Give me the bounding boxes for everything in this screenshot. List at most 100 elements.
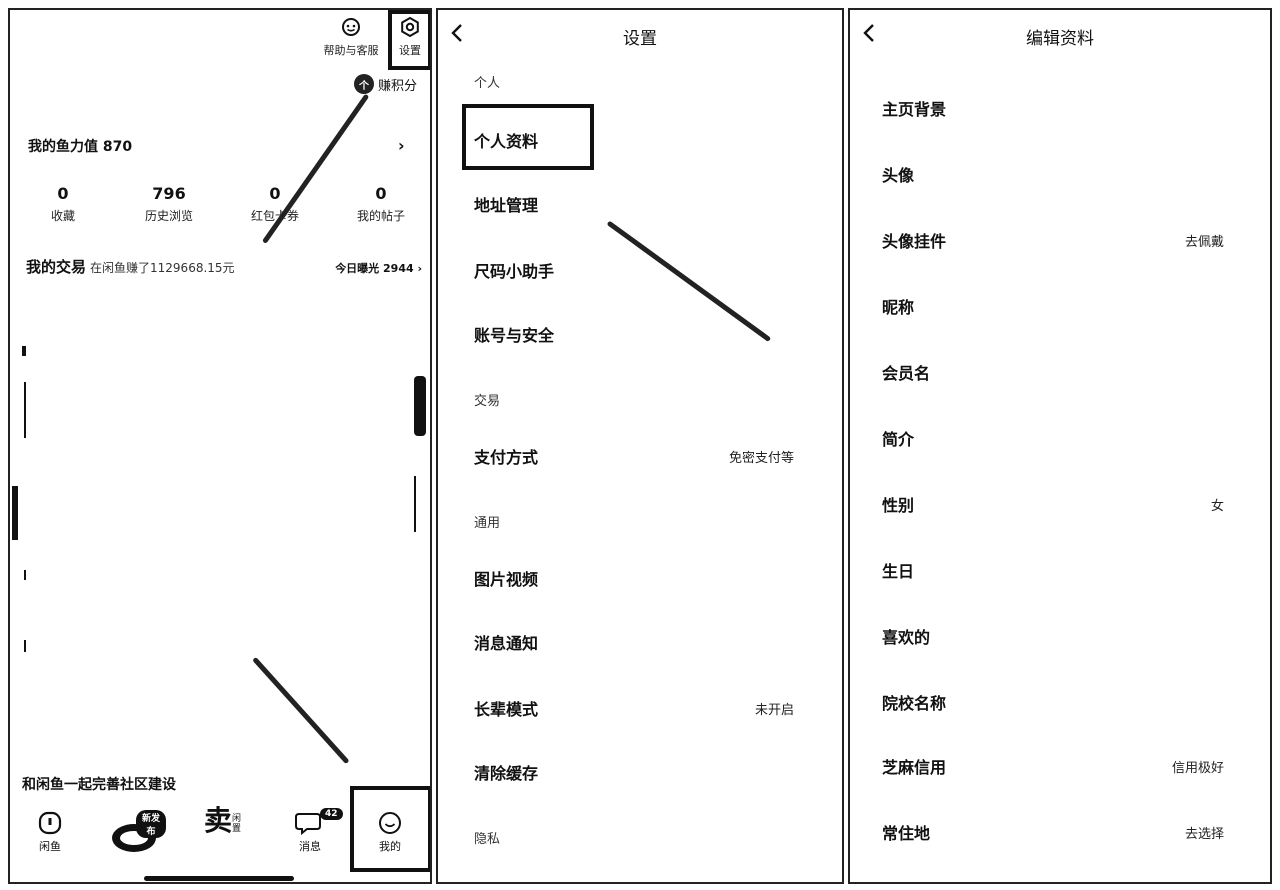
sell-label: 卖 xyxy=(203,804,232,837)
my-trade-earnings: 在闲鱼赚了1129668.15元 xyxy=(90,261,235,275)
profile-item-school[interactable]: 院校名称 xyxy=(882,690,1224,714)
profile-item-bio[interactable]: 简介 xyxy=(882,426,1224,450)
profile-item-value: 去选择 xyxy=(1184,826,1224,842)
edge-fragment xyxy=(22,346,26,356)
settings-item-label: 消息通知 xyxy=(474,634,539,653)
earn-points-label: 赚积分 xyxy=(378,78,418,94)
settings-item-payment[interactable]: 支付方式 免密支付等 xyxy=(474,444,794,468)
tab-fishpond[interactable]: 新发布 xyxy=(106,806,166,856)
profile-item-label: 头像 xyxy=(882,166,915,185)
stats-row: 0 收藏 796 历史浏览 0 红包卡券 0 我的帖子 xyxy=(10,184,430,224)
tab-mine-label: 我的 xyxy=(379,840,401,853)
settings-item-label: 尺码小助手 xyxy=(474,262,555,281)
settings-item-label: 地址管理 xyxy=(474,196,539,215)
settings-item-clear-cache[interactable]: 清除缓存 xyxy=(474,760,794,784)
stat-number: 0 xyxy=(375,184,387,203)
chat-bubble-icon xyxy=(295,813,321,836)
gear-icon xyxy=(401,16,419,38)
help-service-label: 帮助与客服 xyxy=(323,44,379,57)
back-arrow-icon[interactable] xyxy=(450,22,464,44)
edit-profile-panel: 编辑资料 主页背景 头像 头像挂件 去佩戴 昵称 会员名 简介 性别 女 生日 … xyxy=(848,8,1272,884)
bottom-tab-bar: 闲鱼 新发布 卖 闲置 42 消息 我的 xyxy=(10,806,430,870)
settings-item-account-security[interactable]: 账号与安全 xyxy=(474,322,794,346)
tab-messages[interactable]: 42 消息 xyxy=(280,806,343,854)
settings-item-address[interactable]: 地址管理 xyxy=(474,192,794,216)
settings-item-value: 免密支付等 xyxy=(728,450,794,466)
back-arrow-icon[interactable] xyxy=(862,22,876,44)
profile-item-homepage-bg[interactable]: 主页背景 xyxy=(882,96,1224,120)
settings-highlight-box xyxy=(388,10,430,70)
stat-label: 历史浏览 xyxy=(144,209,193,223)
profile-item-likes[interactable]: 喜欢的 xyxy=(882,624,1224,648)
stat-label: 收藏 xyxy=(50,209,75,223)
profile-item-residence[interactable]: 常住地 去选择 xyxy=(882,820,1224,844)
my-trade-row[interactable]: 我的交易 在闲鱼赚了1129668.15元 今日曝光 2944 › xyxy=(26,256,422,277)
profile-item-label: 生日 xyxy=(882,562,915,581)
chevron-right-icon[interactable]: › xyxy=(398,136,405,155)
profile-item-avatar-pendant[interactable]: 头像挂件 去佩戴 xyxy=(882,228,1224,252)
page-title: 设置 xyxy=(623,29,657,49)
profile-item-label: 喜欢的 xyxy=(882,628,931,647)
help-service-button[interactable]: 帮助与客服 xyxy=(316,16,386,58)
tab-home[interactable]: 闲鱼 xyxy=(20,806,80,854)
settings-item-label: 长辈模式 xyxy=(474,700,539,719)
edge-fragment xyxy=(414,476,416,532)
today-exposure[interactable]: 今日曝光 2944 › xyxy=(335,262,422,275)
profile-item-label: 主页背景 xyxy=(882,100,947,119)
edge-fragment xyxy=(24,570,26,580)
settings-item-profile[interactable]: 个人资料 xyxy=(474,128,794,152)
tab-home-label: 闲鱼 xyxy=(39,840,61,853)
tab-messages-label: 消息 xyxy=(299,840,321,853)
community-banner[interactable]: 和闲鱼一起完善社区建设 xyxy=(22,777,176,793)
my-trade-title: 我的交易 xyxy=(26,258,87,276)
stat-number: 0 xyxy=(269,184,281,203)
profile-item-avatar[interactable]: 头像 xyxy=(882,162,1224,186)
sell-sub-label: 闲置 xyxy=(232,814,242,834)
profile-item-gender[interactable]: 性别 女 xyxy=(882,492,1224,516)
stat-coupons[interactable]: 0 红包卡券 xyxy=(222,184,328,224)
fish-power-value[interactable]: 我的鱼力值 870 xyxy=(28,139,133,155)
profile-item-label: 头像挂件 xyxy=(882,232,947,251)
stat-label: 我的帖子 xyxy=(356,209,405,223)
profile-item-member-name[interactable]: 会员名 xyxy=(882,360,1224,384)
settings-item-size-helper[interactable]: 尺码小助手 xyxy=(474,258,794,282)
settings-item-label: 支付方式 xyxy=(474,448,539,467)
settings-item-label: 账号与安全 xyxy=(474,326,555,345)
section-general: 通用 xyxy=(474,516,501,531)
settings-button[interactable]: 设置 xyxy=(390,16,430,58)
settings-panel: 设置 个人 个人资料 地址管理 尺码小助手 账号与安全 交易 支付方式 免密支付… xyxy=(436,8,844,884)
edge-fragment xyxy=(414,376,426,436)
my-page-panel: 帮助与客服 设置 个 赚积分 我的鱼力值 870 › 0 收藏 796 历史浏览… xyxy=(8,8,432,884)
points-badge-icon: 个 xyxy=(354,74,374,94)
smiley-icon xyxy=(379,812,401,834)
new-post-badge: 新发布 xyxy=(136,810,166,838)
earn-points-button[interactable]: 个 赚积分 xyxy=(354,74,417,94)
edge-fragment xyxy=(24,382,26,438)
stat-history[interactable]: 796 历史浏览 xyxy=(116,184,222,224)
mine-tab-highlight-box xyxy=(350,786,430,872)
profile-item-label: 性别 xyxy=(882,496,915,515)
settings-item-media[interactable]: 图片视频 xyxy=(474,566,794,590)
edge-fragment xyxy=(24,640,26,652)
profile-item-label: 常住地 xyxy=(882,824,931,843)
stat-posts[interactable]: 0 我的帖子 xyxy=(328,184,430,224)
tab-mine[interactable]: 我的 xyxy=(360,806,420,854)
settings-item-label: 个人资料 xyxy=(474,132,539,151)
headset-icon xyxy=(342,18,360,36)
profile-item-nickname[interactable]: 昵称 xyxy=(882,294,1224,318)
settings-item-value: 未开启 xyxy=(754,702,794,718)
settings-item-notifications[interactable]: 消息通知 xyxy=(474,630,794,654)
settings-item-label: 清除缓存 xyxy=(474,764,539,783)
section-trade: 交易 xyxy=(474,394,501,409)
settings-item-label: 图片视频 xyxy=(474,570,539,589)
profile-item-sesame-credit[interactable]: 芝麻信用 信用极好 xyxy=(882,754,1224,778)
stat-favorites[interactable]: 0 收藏 xyxy=(10,184,116,224)
tab-sell[interactable]: 卖 xyxy=(188,806,248,836)
stat-number: 796 xyxy=(152,184,186,203)
profile-item-label: 昵称 xyxy=(882,298,915,317)
profile-item-label: 院校名称 xyxy=(882,694,947,713)
profile-highlight-box xyxy=(462,104,594,170)
settings-item-elder-mode[interactable]: 长辈模式 未开启 xyxy=(474,696,794,720)
profile-item-birthday[interactable]: 生日 xyxy=(882,558,1224,582)
profile-item-label: 简介 xyxy=(882,430,915,449)
